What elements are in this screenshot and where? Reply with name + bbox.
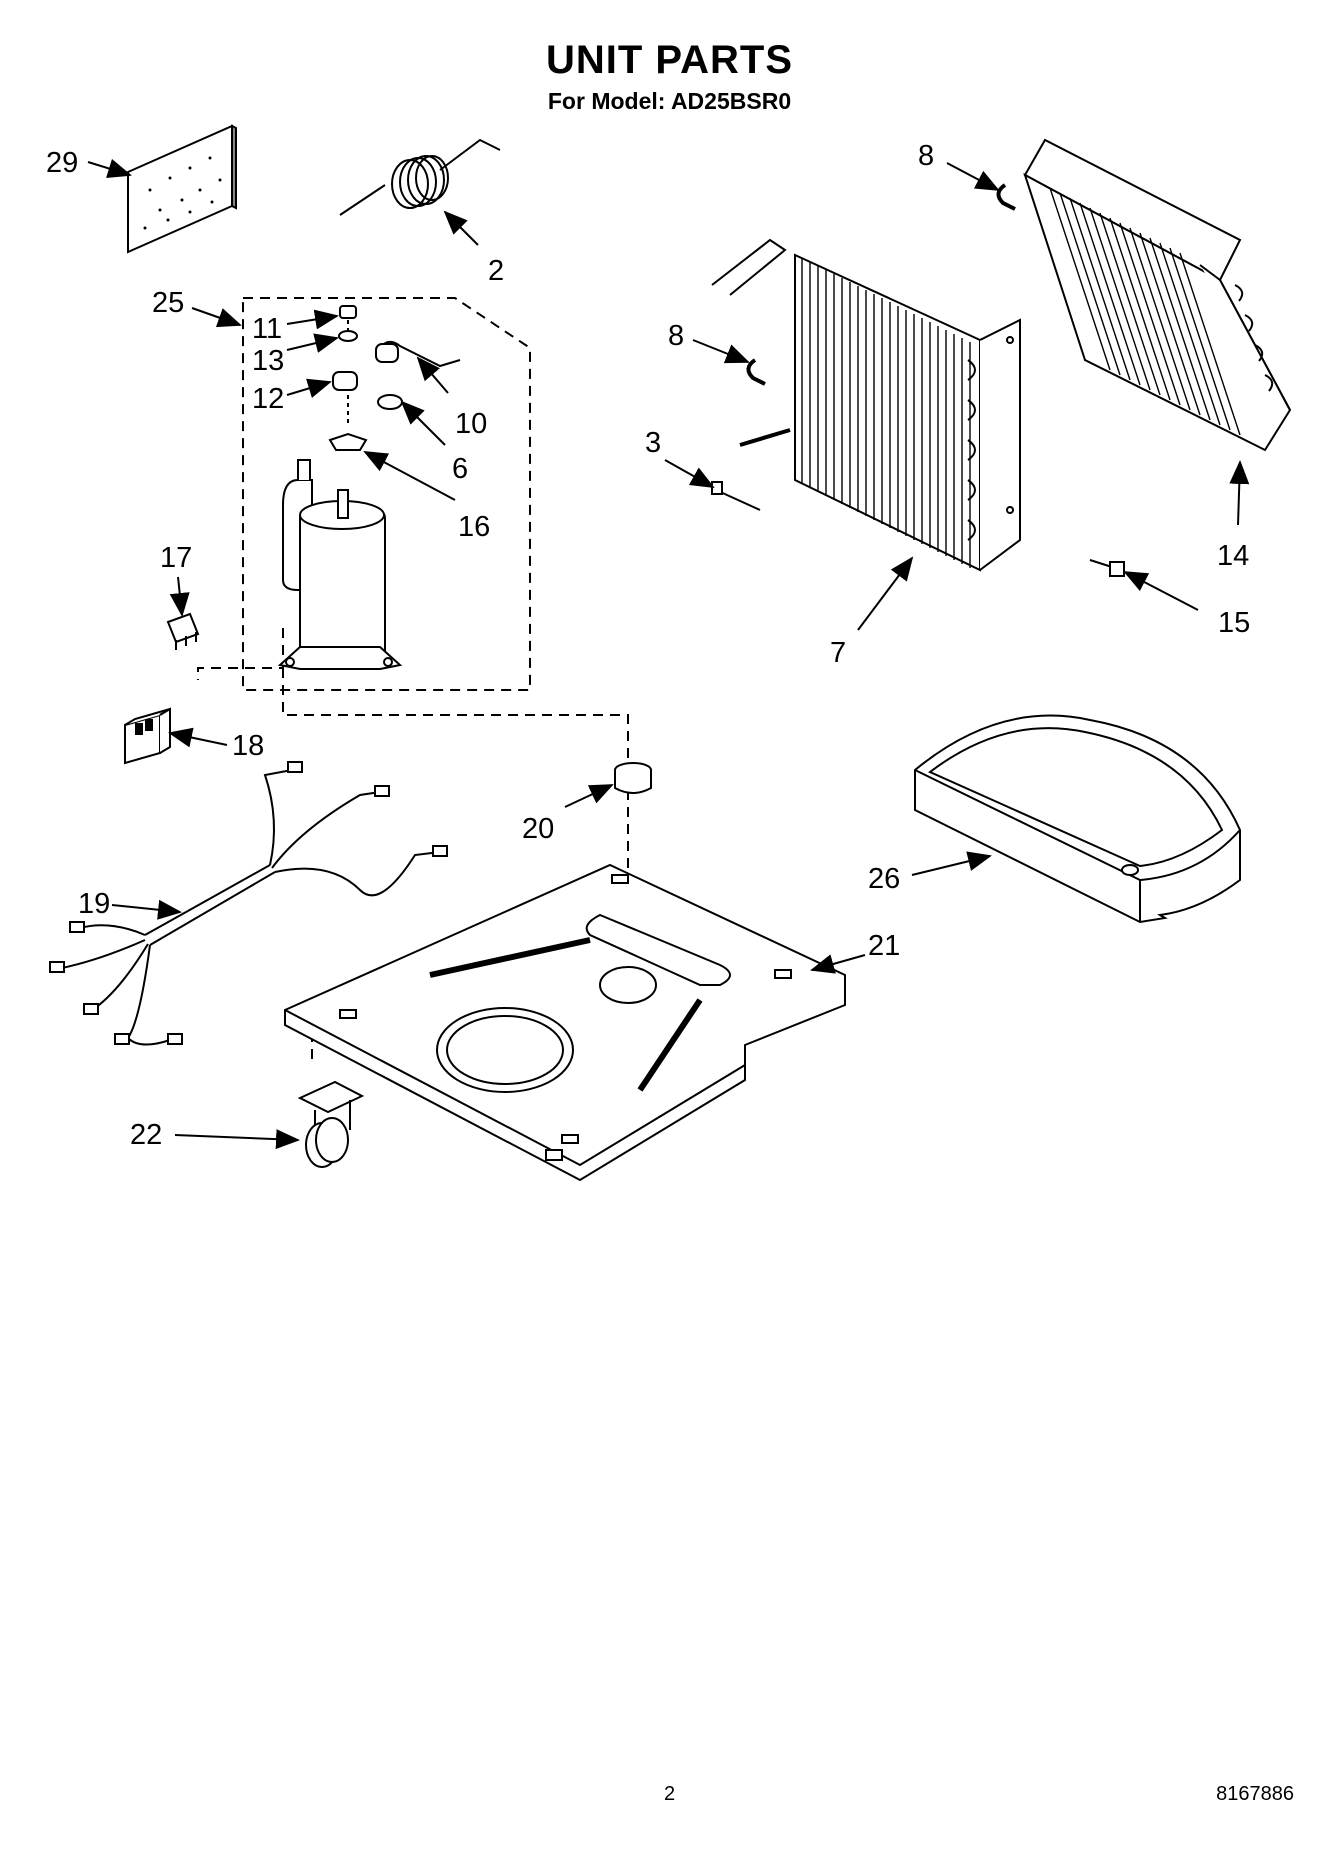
relay-part [124, 707, 171, 765]
callout-label: 8 [918, 140, 934, 172]
clip-part [166, 612, 200, 650]
callout-label: 15 [1218, 607, 1250, 639]
callout-label: 14 [1217, 540, 1249, 572]
compressor-body [277, 459, 403, 670]
evaporator-coil-part [711, 238, 1021, 572]
coil-tube-part [339, 138, 501, 216]
callout-label: 25 [152, 287, 184, 319]
page-number: 2 [663, 1783, 676, 1805]
callout-label: 8 [668, 320, 684, 352]
base-pan-part [284, 863, 846, 1182]
callout-label: 12 [252, 383, 284, 415]
wire-harness-part [49, 761, 448, 1046]
caster-part [297, 1080, 365, 1168]
callout-label: 6 [452, 453, 468, 485]
document-number: 8167886 [1216, 1783, 1294, 1805]
callout-label: 16 [458, 511, 490, 543]
model-subtitle: For Model: AD25BSR0 [547, 88, 792, 114]
callout-label: 2 [488, 255, 504, 287]
callout-label: 19 [78, 888, 110, 920]
callout-label: 20 [522, 813, 554, 845]
callout-label: 22 [130, 1119, 162, 1151]
callout-labels: 29 2 25 11 13 12 10 6 16 17 18 19 20 21 … [46, 140, 1250, 1151]
callout-label: 13 [252, 345, 284, 377]
mount-grommet-part [614, 762, 652, 794]
callout-label: 21 [868, 930, 900, 962]
filter-panel-part [127, 124, 237, 254]
callout-label: 3 [645, 427, 661, 459]
condenser-coil-part [1023, 138, 1292, 452]
callout-label: 17 [160, 542, 192, 574]
callout-label: 26 [868, 863, 900, 895]
fasteners [711, 183, 1125, 577]
callout-label: 29 [46, 147, 78, 179]
callout-label: 11 [252, 313, 282, 345]
drain-tray-part [914, 714, 1241, 924]
callout-label: 10 [455, 408, 487, 440]
callout-arrows [87, 158, 1250, 1150]
page-title: UNIT PARTS [545, 38, 794, 82]
callout-label: 18 [232, 730, 264, 762]
callout-label: 7 [830, 637, 846, 669]
compressor-small-parts [328, 305, 461, 451]
